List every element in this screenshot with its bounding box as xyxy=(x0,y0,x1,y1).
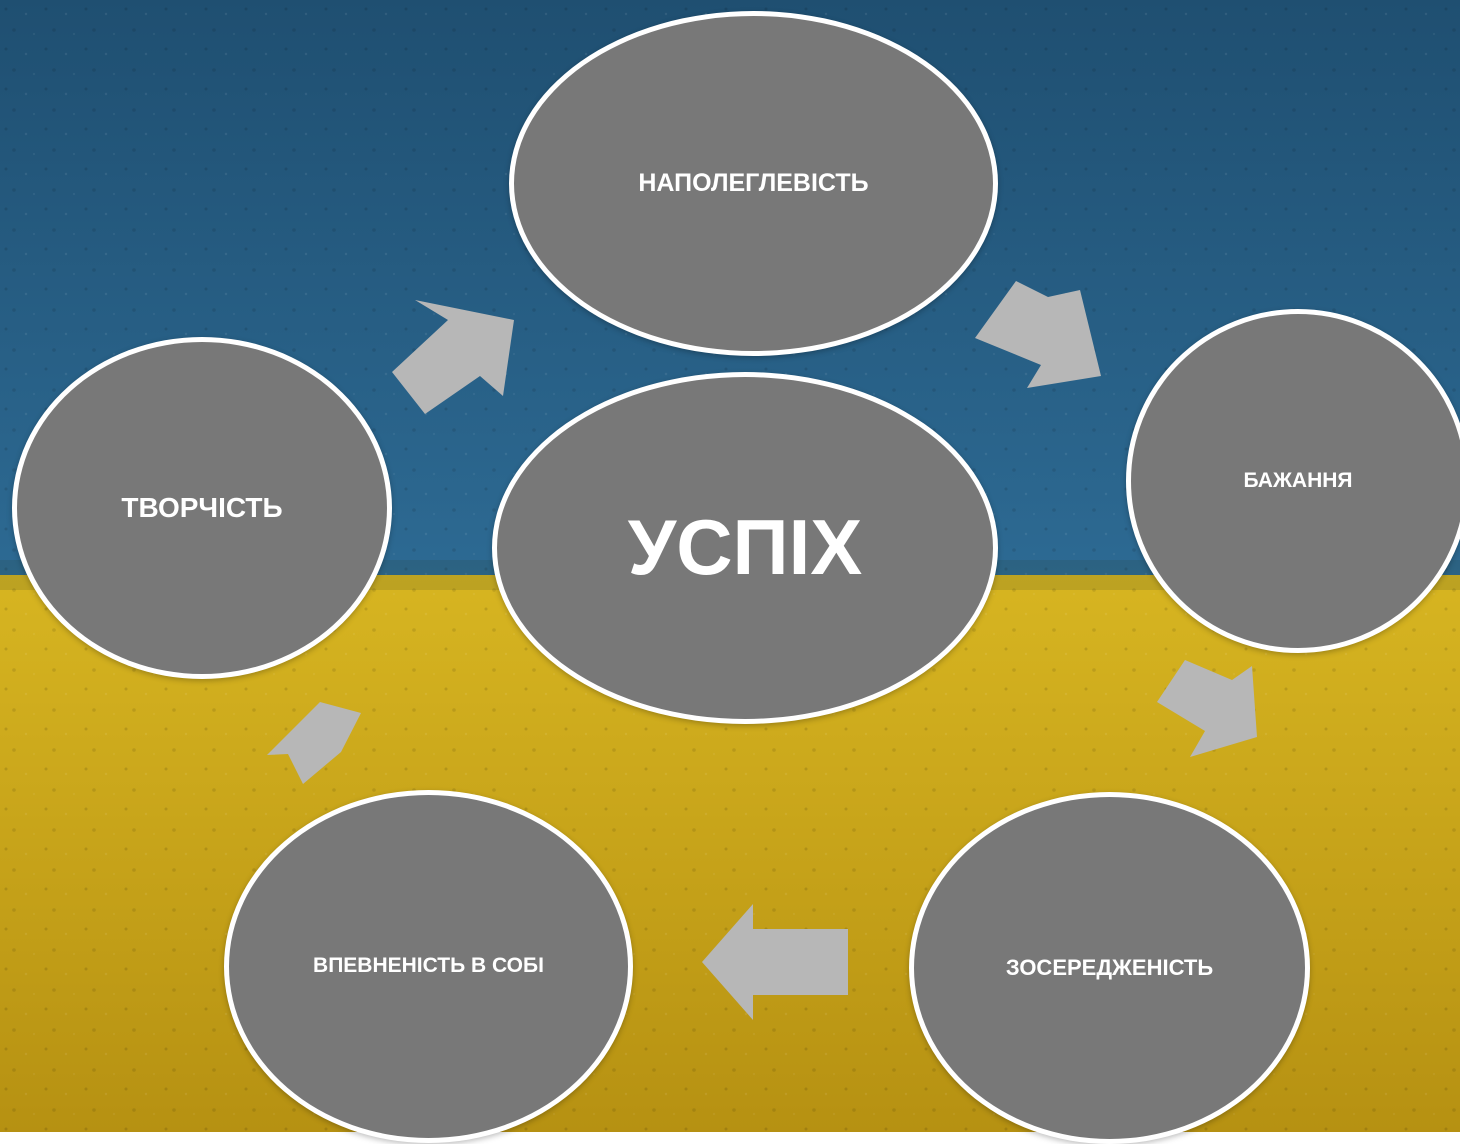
focus-label: ЗОСЕРЕДЖЕНІСТЬ xyxy=(1005,955,1214,981)
self-confidence-node: ВПЕВНЕНІСТЬ В СОБІ xyxy=(224,790,633,1143)
creativity-label: ТВОРЧІСТЬ xyxy=(121,491,283,523)
desire-label: БАЖАННЯ xyxy=(1243,468,1353,492)
self-confidence-label: ВПЕВНЕНІСТЬ В СОБІ xyxy=(313,954,544,978)
focus-node: ЗОСЕРЕДЖЕНІСТЬ xyxy=(909,792,1310,1144)
desire-node: БАЖАННЯ xyxy=(1126,309,1460,653)
persistence-label: НАПОЛЕГЛЕВІСТЬ xyxy=(638,169,869,198)
creativity-node: ТВОРЧІСТЬ xyxy=(12,337,392,679)
success-node: УСПІХ xyxy=(492,372,998,724)
persistence-node: НАПОЛЕГЛЕВІСТЬ xyxy=(509,11,998,356)
success-label: УСПІХ xyxy=(627,503,863,592)
